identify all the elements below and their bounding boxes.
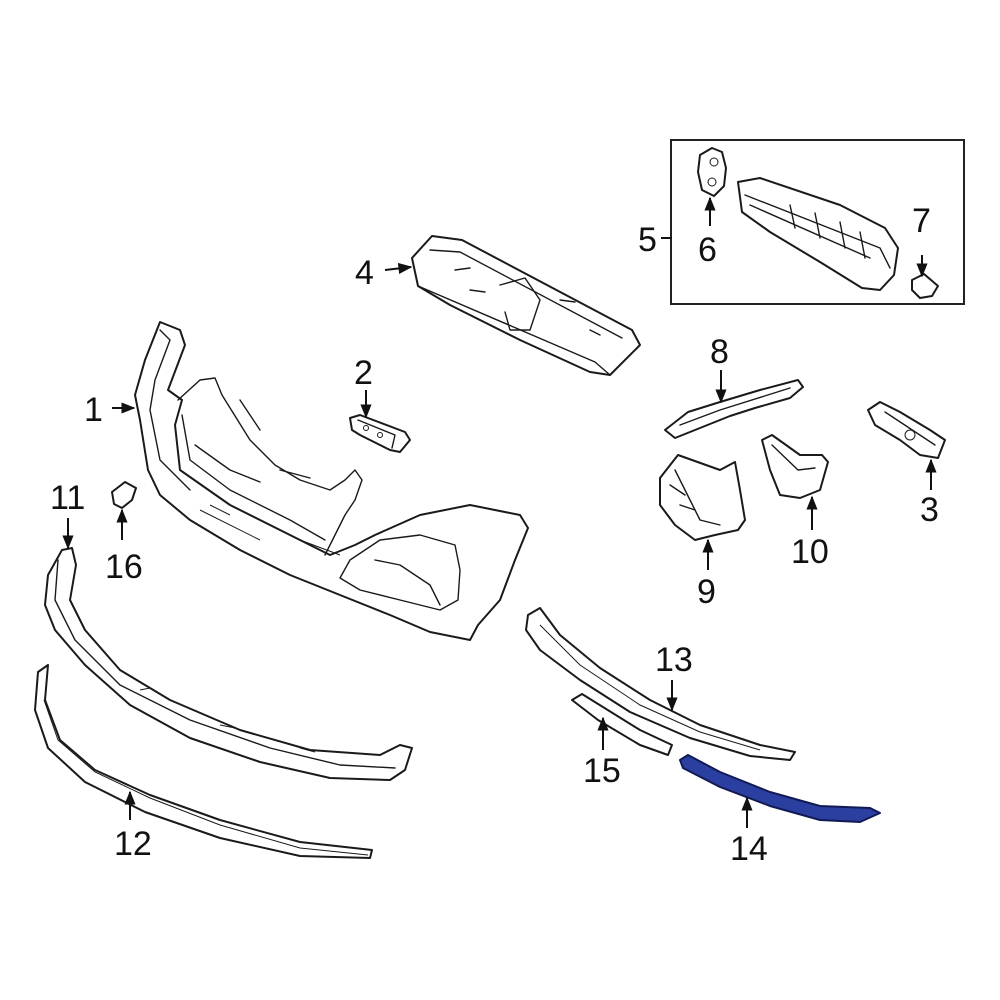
callout-2: 2 xyxy=(354,354,373,392)
callout-9: 9 xyxy=(697,573,716,611)
part-11-lower-cover[interactable] xyxy=(44,547,413,781)
callout-14: 14 xyxy=(730,830,768,868)
part-13-trim-strip[interactable] xyxy=(525,607,796,761)
callout-4: 4 xyxy=(355,254,374,292)
part-9-bracket[interactable] xyxy=(659,454,746,541)
callout-7: 7 xyxy=(912,202,931,240)
callout-6: 6 xyxy=(698,231,717,269)
callout-12: 12 xyxy=(114,825,152,863)
callout-5: 5 xyxy=(638,221,657,259)
leader-lines xyxy=(62,196,937,828)
part-7-clip[interactable] xyxy=(911,273,939,299)
part-10-bracket[interactable] xyxy=(761,434,829,499)
inset-box xyxy=(670,139,965,305)
part-12-trim-strip[interactable] xyxy=(34,664,373,859)
callout-10: 10 xyxy=(791,533,829,571)
callout-16: 16 xyxy=(105,548,143,586)
part-14-molding-highlighted[interactable] xyxy=(679,754,881,823)
callout-1: 1 xyxy=(84,391,103,429)
part-16-clip[interactable] xyxy=(111,481,137,509)
part-6-clip[interactable] xyxy=(697,147,727,197)
callout-15: 15 xyxy=(583,752,621,790)
callout-11: 11 xyxy=(50,479,85,517)
part-1-bumper-cover[interactable] xyxy=(134,321,529,641)
part-5-support[interactable] xyxy=(737,177,899,291)
callout-8: 8 xyxy=(710,333,729,371)
part-3-bracket[interactable] xyxy=(867,401,946,459)
callout-3: 3 xyxy=(920,491,939,529)
callout-labels: 1 2 3 4 5 6 7 8 9 10 11 12 13 14 15 16 xyxy=(50,202,939,868)
callout-13: 13 xyxy=(655,641,693,679)
part-4-upper-cover[interactable] xyxy=(411,235,641,376)
part-2-bracket[interactable] xyxy=(349,414,411,453)
part-8-bracket[interactable] xyxy=(664,379,804,439)
